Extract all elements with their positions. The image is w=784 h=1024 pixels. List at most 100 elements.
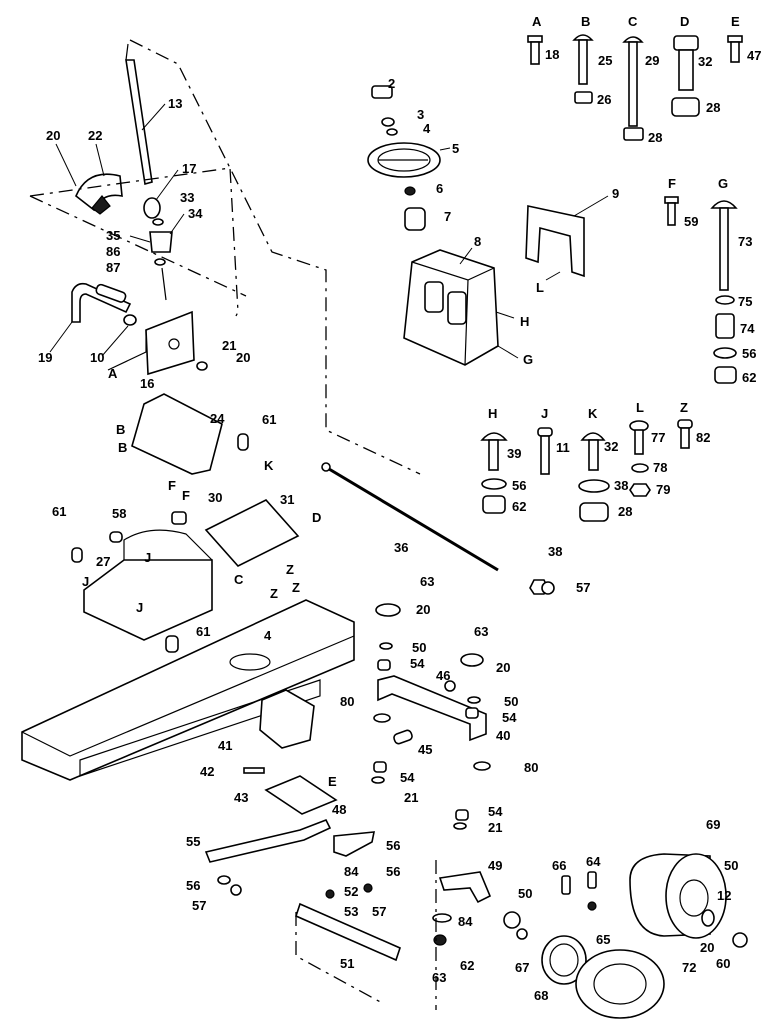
dash-letter-h: H [520,314,529,329]
part-label-22: 22 [88,128,102,143]
assembly-guide-lines [29,39,437,1010]
part-label-12: 12 [717,888,731,903]
part-label-20d: 20 [496,660,510,675]
hardware-key-fg: F 59 G 73 75 74 56 62 [664,176,756,385]
part-label-74: 74 [740,321,755,336]
plate-letter-f2: F [182,488,190,503]
part-label-26: 26 [597,92,611,107]
part-label-57b: 57 [372,904,386,919]
part-label-18: 18 [545,47,559,62]
part-label-9: 9 [612,186,619,201]
part-label-17: 17 [182,161,196,176]
part-label-21b: 21 [404,790,418,805]
part-label-63c: 63 [432,970,446,985]
part-label-30: 30 [208,490,222,505]
part-label-86: 86 [106,244,120,259]
part-label-57: 57 [576,580,590,595]
part-label-13: 13 [168,96,182,111]
plate-31: 31 30 D C 58 F F [112,478,321,587]
part-label-64: 64 [586,854,601,869]
part-label-87: 87 [106,260,120,275]
dash-tower: 8 H G [403,234,533,367]
part-label-47: 47 [747,48,761,63]
part-label-20c: 20 [416,602,430,617]
part-label-69: 69 [706,817,720,832]
key-letter-f: F [668,176,676,191]
part-label-34: 34 [188,206,203,221]
part-label-16: 16 [140,376,154,391]
part-label-40: 40 [496,728,510,743]
part-label-56d: 56 [386,864,400,879]
part-label-61b: 61 [52,504,66,519]
part-label-45: 45 [418,742,432,757]
key-letter-c: C [628,14,638,29]
key-letter-l: L [636,400,644,415]
part-label-48: 48 [332,802,346,817]
key-letter-d: D [680,14,689,29]
part-label-56b: 56 [512,478,526,493]
panel-letter-b2: B [118,440,127,455]
part-label-80: 80 [340,694,354,709]
part-label-6: 6 [436,181,443,196]
tie-rod-36: 36 38 57 [321,462,590,595]
part-label-8: 8 [474,234,481,249]
part-label-84: 84 [344,864,359,879]
part-label-80b: 80 [524,760,538,775]
front-axle-assembly: 63 20 50 54 40 63 20 46 50 54 80 45 80 5… [340,574,538,835]
part-label-29: 29 [645,53,659,68]
key-letter-e: E [731,14,740,29]
part-label-46: 46 [436,668,450,683]
part-label-35: 35 [106,228,120,243]
part-label-38b: 38 [548,544,562,559]
part-label-73: 73 [738,234,752,249]
part-label-61c: 61 [196,624,210,639]
floor-plate-27: 27 J J J 61 61 [52,504,213,653]
steering-wheel-assembly: 2 3 4 5 6 7 [367,76,459,231]
part-label-62c: 62 [460,958,474,973]
part-label-10: 10 [90,350,104,365]
floor-letter-j: J [82,574,89,589]
bracket-9: 9 L [525,186,619,295]
part-label-31: 31 [280,492,294,507]
frame-letter-z3: Z [292,580,300,595]
key-letter-k: K [588,406,598,421]
part-label-60: 60 [716,956,730,971]
part-label-75: 75 [738,294,752,309]
part-label-54: 54 [410,656,425,671]
part-label-28b: 28 [706,100,720,115]
part-label-3: 3 [417,107,424,122]
part-label-32: 32 [698,54,712,69]
part-label-20b: 20 [236,350,250,365]
part-label-20: 20 [46,128,60,143]
steering-shaft-assembly: 13 17 33 34 35 86 87 22 20 19 10 16 [38,43,250,391]
part-label-56c: 56 [386,838,400,853]
part-label-19: 19 [38,350,52,365]
part-label-5: 5 [452,141,459,156]
axle-support: 41 42 43 E [200,689,338,815]
key-letter-h: H [488,406,497,421]
part-label-61: 61 [262,412,276,427]
floor-letter-j3: J [144,550,151,565]
plate-letter-f: F [168,478,176,493]
part-label-53: 53 [344,904,358,919]
panel-24: 24 B B 61 K [116,393,276,475]
hardware-key-hjklz: H 39 56 62 J 11 K 32 38 28 L 77 78 79 Z … [480,400,710,522]
part-label-62b: 62 [512,499,526,514]
part-label-21c: 21 [488,820,502,835]
part-label-78: 78 [653,460,667,475]
part-label-21: 21 [222,338,236,353]
panel-letter-b: B [116,422,125,437]
part-label-50b: 50 [504,694,518,709]
part-label-38: 38 [614,478,628,493]
key-letter-j: J [541,406,548,421]
key-letter-a: A [532,14,542,29]
plate-letter-c: C [234,572,244,587]
part-label-43: 43 [234,790,248,805]
part-label-42: 42 [200,764,214,779]
part-label-33: 33 [180,190,194,205]
part-label-56e: 56 [186,878,200,893]
part-label-54c: 54 [400,770,415,785]
part-label-41: 41 [218,738,232,753]
